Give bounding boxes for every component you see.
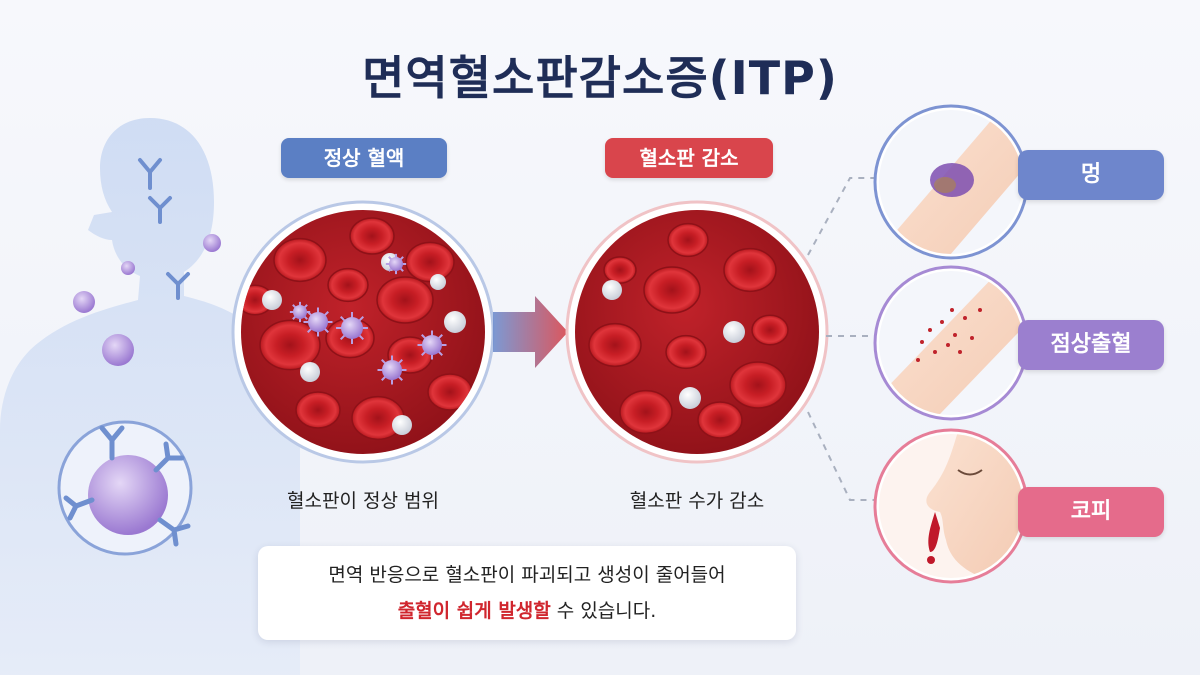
- nosebleed-face-icon: [873, 428, 1029, 584]
- red-blood-cell: [619, 389, 673, 435]
- red-blood-cell: [697, 401, 743, 439]
- reduced-platelet-label: 혈소판 감소: [605, 138, 773, 178]
- normal-blood-cells: [241, 217, 473, 441]
- platelet: [679, 387, 701, 409]
- reduced-blood-cells: [588, 222, 789, 439]
- red-blood-cell: [667, 222, 709, 258]
- red-blood-cell: [259, 319, 321, 371]
- red-blood-cell: [588, 322, 642, 368]
- petechiae-arm-icon: [873, 265, 1029, 421]
- immune-cell: [336, 312, 368, 344]
- platelet: [392, 415, 412, 435]
- red-blood-cell: [273, 237, 327, 283]
- platelet: [723, 321, 745, 343]
- red-blood-cell: [603, 256, 637, 284]
- immune-cell-zoom: [57, 420, 193, 556]
- red-blood-cell: [376, 276, 434, 324]
- note-line-2-rest: 수 있습니다.: [550, 600, 657, 622]
- normal-blood-circle: [231, 200, 495, 464]
- symptom-connectors: [807, 177, 878, 501]
- platelet: [602, 280, 622, 300]
- immune-cell: [303, 307, 333, 337]
- red-blood-cell: [729, 361, 787, 409]
- page-title: 면역혈소판감소증(ITP): [362, 51, 838, 105]
- symptom-label-nosebleed: 코피: [1018, 487, 1164, 537]
- reduced-blood-circle: [565, 200, 829, 464]
- red-blood-cell: [349, 217, 395, 255]
- immune-cell: [289, 301, 311, 323]
- immune-cell: [385, 253, 407, 275]
- red-blood-cell: [665, 334, 707, 370]
- bruise-arm-icon: [873, 104, 1029, 260]
- symptom-label-bruise: 멍: [1018, 150, 1164, 200]
- platelet: [300, 362, 320, 382]
- body-silhouette: [0, 118, 300, 675]
- platelet: [262, 290, 282, 310]
- platelet: [430, 274, 446, 290]
- red-blood-cell: [751, 314, 789, 346]
- note-line-1: 면역 반응으로 혈소판이 파괴되고 생성이 줄어들어: [328, 564, 726, 586]
- red-blood-cell: [723, 247, 777, 293]
- symptom-label-petechiae: 점상출혈: [1018, 320, 1164, 370]
- immune-cell: [417, 330, 447, 360]
- red-blood-cell: [327, 267, 369, 303]
- note-highlight: 출혈이 쉽게 발생할: [397, 600, 551, 622]
- red-blood-cell: [295, 391, 341, 429]
- immune-cell: [377, 355, 407, 385]
- explanation-note: 면역 반응으로 혈소판이 파괴되고 생성이 줄어들어 출혈이 쉽게 발생할 수 …: [258, 546, 796, 640]
- normal-blood-caption: 혈소판이 정상 범위: [287, 490, 439, 512]
- normal-blood-label: 정상 혈액: [281, 138, 447, 178]
- note-line-2: 출혈이 쉽게 발생할 수 있습니다.: [258, 593, 796, 629]
- platelet: [444, 311, 466, 333]
- red-blood-cell: [405, 241, 455, 283]
- red-blood-cell: [643, 266, 701, 314]
- body-immune-cell: [73, 234, 221, 366]
- reduced-platelet-caption: 혈소판 수가 감소: [629, 490, 765, 512]
- transition-arrow: [493, 296, 568, 368]
- body-antibody: [138, 158, 190, 300]
